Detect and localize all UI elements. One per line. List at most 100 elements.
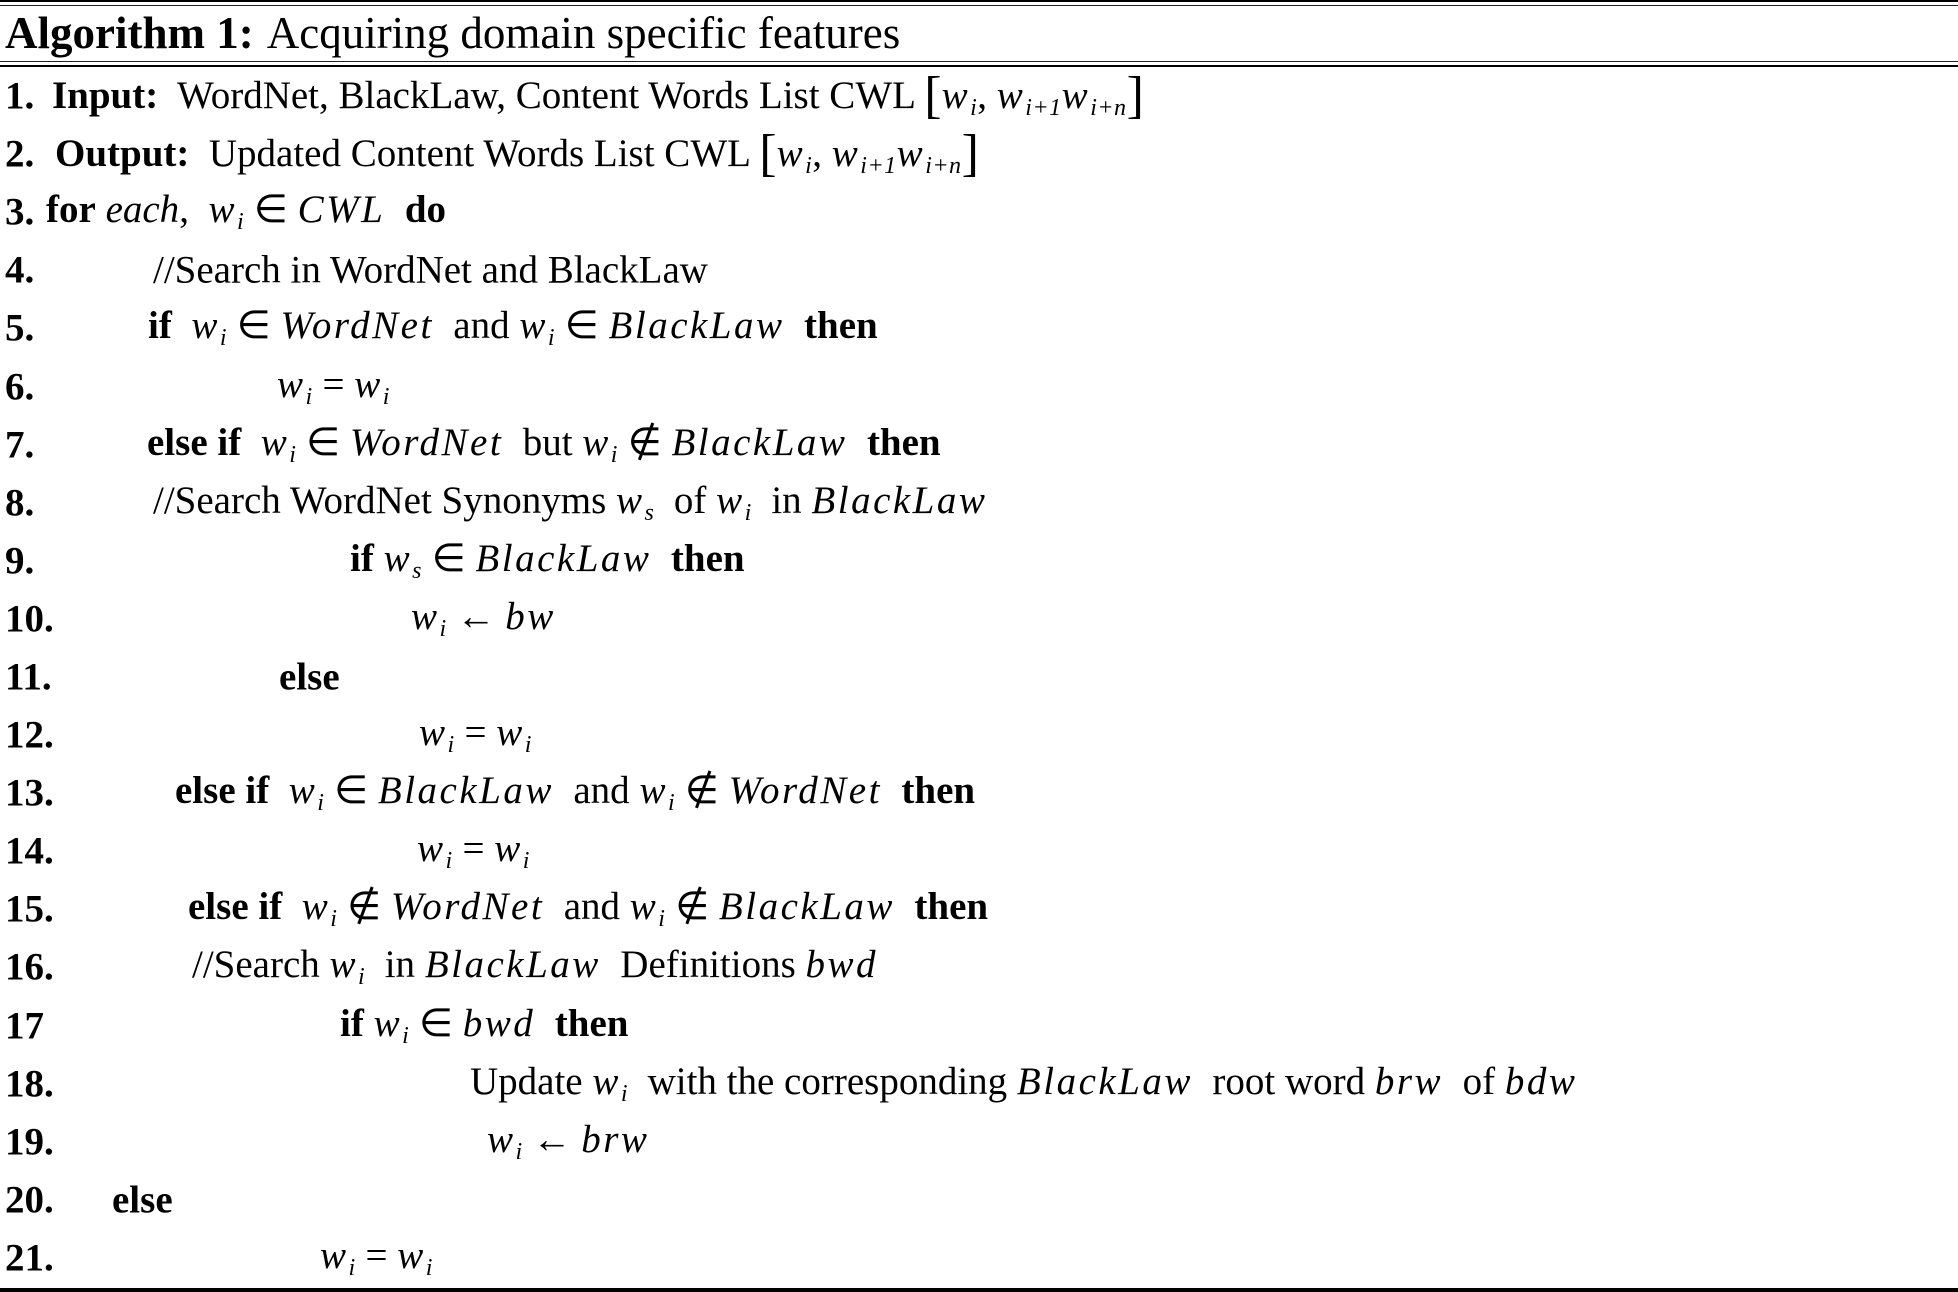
line-content: Output: Updated Content Words List CWL [… (55, 128, 979, 180)
code-segment: i (439, 615, 447, 642)
code-segment (364, 1002, 374, 1045)
line-number: 17 (5, 1004, 44, 1048)
code-segment: WordNet (390, 885, 545, 929)
code-segment: else if (147, 420, 242, 464)
algorithm-line: 4.//Search in WordNet and BlackLaw (0, 241, 1958, 299)
algorithm-line: 2.Output: Updated Content Words List CWL… (0, 125, 1958, 183)
code-segment: bwd (462, 1001, 536, 1045)
code-segment: w (519, 304, 548, 348)
line-content: //Search WordNet Synonyms ws of wi in Bl… (153, 481, 987, 525)
code-segment (785, 304, 805, 347)
code-segment: i (447, 732, 455, 759)
code-segment: then (670, 536, 745, 580)
line-number: 6. (5, 365, 35, 409)
line-number: 12. (5, 713, 54, 757)
code-segment: w (288, 769, 318, 813)
code-segment: do (404, 188, 447, 232)
code-segment: w (191, 304, 220, 348)
code-segment: w (639, 769, 668, 813)
code-segment: BlackLaw (608, 304, 785, 348)
code-segment: then (554, 1001, 629, 1045)
code-segment: w (320, 1233, 349, 1277)
line-number: 9. (5, 539, 35, 583)
line-content: else if wi ∈ WordNet but wi ∉ BlackLaw t… (147, 423, 941, 467)
code-segment: w (417, 827, 446, 871)
code-segment: ∉ (675, 769, 729, 813)
code-segment: else (279, 655, 340, 699)
line-content: if wi ∈ WordNet and wi ∈ BlackLaw then (148, 306, 878, 350)
code-segment: i (425, 1254, 433, 1281)
code-segment: i (219, 325, 228, 352)
code-segment: w (616, 478, 645, 522)
code-segment: and (544, 885, 630, 929)
code-segment: ← (522, 1117, 582, 1161)
line-content: wi = wi (417, 829, 530, 873)
code-segment: CWL (297, 188, 386, 232)
code-segment: WordNet (280, 304, 434, 348)
code-segment: with the corresponding (628, 1059, 1017, 1103)
code-segment: then (866, 420, 941, 464)
code-segment: bwd (805, 943, 879, 987)
line-number: 11. (5, 655, 52, 699)
code-segment: //Search WordNet Synonyms (153, 478, 617, 522)
code-segment: bdw (1504, 1059, 1578, 1103)
code-segment: bw (505, 594, 556, 638)
code-segment: else if (175, 769, 270, 813)
code-segment (269, 769, 289, 812)
line-content: wi = wi (277, 365, 390, 409)
algorithm-line: 12.wi = wi (0, 706, 1958, 764)
algorithm-line: 20.else (0, 1171, 1958, 1229)
line-content: //Search in WordNet and BlackLaw (153, 251, 708, 290)
code-segment: BlackLaw (1016, 1059, 1193, 1103)
line-content: if ws ∈ BlackLaw then (350, 539, 745, 583)
line-number: 14. (5, 829, 54, 873)
algorithm-body: 1.Input: WordNet, BlackLaw, Content Word… (0, 67, 1958, 1288)
algorithm-line: 11. else (0, 648, 1958, 706)
line-number: 8. (5, 481, 35, 525)
code-segment: if (340, 1001, 364, 1045)
algorithm-line: 7. else if wi ∈ WordNet but wi ∉ BlackLaw… (0, 416, 1958, 474)
code-segment: w (896, 132, 926, 176)
code-segment: ∈ (324, 769, 378, 813)
line-number: 5. (5, 306, 35, 350)
code-segment: i (317, 790, 325, 817)
code-segment: w (487, 1117, 516, 1161)
code-segment: ∈ (227, 304, 281, 348)
code-segment: w (383, 536, 413, 580)
line-content: wi ← brw (487, 1120, 649, 1164)
code-segment: and (433, 304, 520, 348)
code-segment (96, 188, 106, 231)
code-segment: BlackLaw (718, 885, 895, 929)
line-content: Update wi with the corresponding BlackLa… (470, 1062, 1577, 1106)
code-segment: Definitions (600, 943, 806, 987)
code-segment: root word (1192, 1059, 1375, 1103)
line-content: //Search wi in BlackLaw Definitions bwd (192, 945, 878, 989)
code-segment: i (524, 732, 532, 759)
code-segment: in (751, 478, 812, 522)
code-segment: ∈ (555, 304, 609, 348)
code-segment: = (452, 827, 495, 871)
code-segment: w (582, 420, 611, 464)
line-content: else (279, 657, 340, 696)
algorithm-line: 19.wi ← brw (0, 1113, 1958, 1171)
code-segment: i (658, 906, 666, 933)
code-segment: i (445, 848, 453, 875)
line-number: 7. (5, 423, 35, 467)
line-number: 13. (5, 771, 54, 815)
line-number: 15. (5, 887, 54, 931)
code-segment: w (260, 420, 290, 464)
code-segment: w (301, 885, 331, 929)
code-segment: = (355, 1233, 398, 1277)
code-segment: ∉ (617, 420, 672, 464)
code-segment: w (494, 827, 523, 871)
algorithm-line: 21.wi = wi (0, 1229, 1958, 1287)
line-content: wi ← bw (411, 597, 556, 641)
algorithm-line: 8. //Search WordNet Synonyms ws of wi in … (0, 474, 1958, 532)
top-rule (0, 0, 1958, 6)
code-segment: i (305, 383, 313, 410)
code-segment: i (348, 1254, 356, 1281)
code-segment: i (330, 906, 338, 933)
code-segment: i (402, 1022, 410, 1049)
code-segment: i (289, 441, 297, 468)
line-content: else if wi ∉ WordNet and wi ∉ BlackLaw t… (188, 887, 988, 931)
